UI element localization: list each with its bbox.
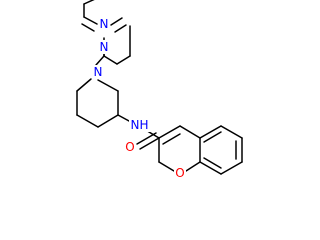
pyrimidine-nitrogen-1-label: N — [100, 17, 109, 31]
structure-canvas: N N N N H O O — [76, 0, 243, 180]
bond — [95, 55, 105, 66]
carbonyl-oxygen: O — [124, 140, 136, 154]
piperidine-nitrogen: N — [92, 65, 104, 79]
bond — [220, 125, 243, 139]
bond — [179, 125, 201, 139]
bond — [158, 161, 175, 172]
amide-nitrogen: N H — [129, 118, 151, 132]
bond — [81, 23, 95, 32]
bond — [76, 114, 99, 128]
bond — [199, 161, 222, 175]
bond — [83, 0, 95, 5]
amide-nitrogen-label: N — [131, 118, 140, 132]
bond — [220, 161, 243, 175]
bond — [103, 55, 118, 65]
bond — [139, 137, 160, 150]
ring-oxygen-label: O — [175, 166, 184, 180]
bond — [203, 131, 222, 143]
bond — [158, 125, 181, 139]
carbonyl-oxygen-label: O — [125, 140, 134, 154]
piperidine-nitrogen-label: N — [94, 65, 103, 79]
ring-oxygen: O — [174, 166, 186, 180]
bond — [97, 79, 119, 92]
bond — [117, 114, 130, 122]
bond — [110, 17, 123, 26]
bond — [97, 114, 119, 128]
pyrimidine-nitrogen-2-label: N — [100, 40, 109, 54]
bond — [199, 125, 222, 139]
bond — [203, 157, 222, 169]
bond — [116, 55, 131, 65]
molecule-drawing: N N N N H O O — [76, 0, 243, 180]
bond — [162, 133, 181, 145]
bond — [83, 16, 98, 25]
pyrimidine-nitrogen-2: N — [98, 40, 110, 54]
bond — [76, 78, 92, 92]
amide-hydrogen-label: H — [139, 118, 148, 132]
bond — [136, 132, 157, 145]
atom-labels: N N N N H O O — [92, 17, 186, 180]
bond — [114, 24, 127, 33]
bond — [185, 161, 201, 172]
pyrimidine-nitrogen-1: N — [98, 17, 110, 31]
